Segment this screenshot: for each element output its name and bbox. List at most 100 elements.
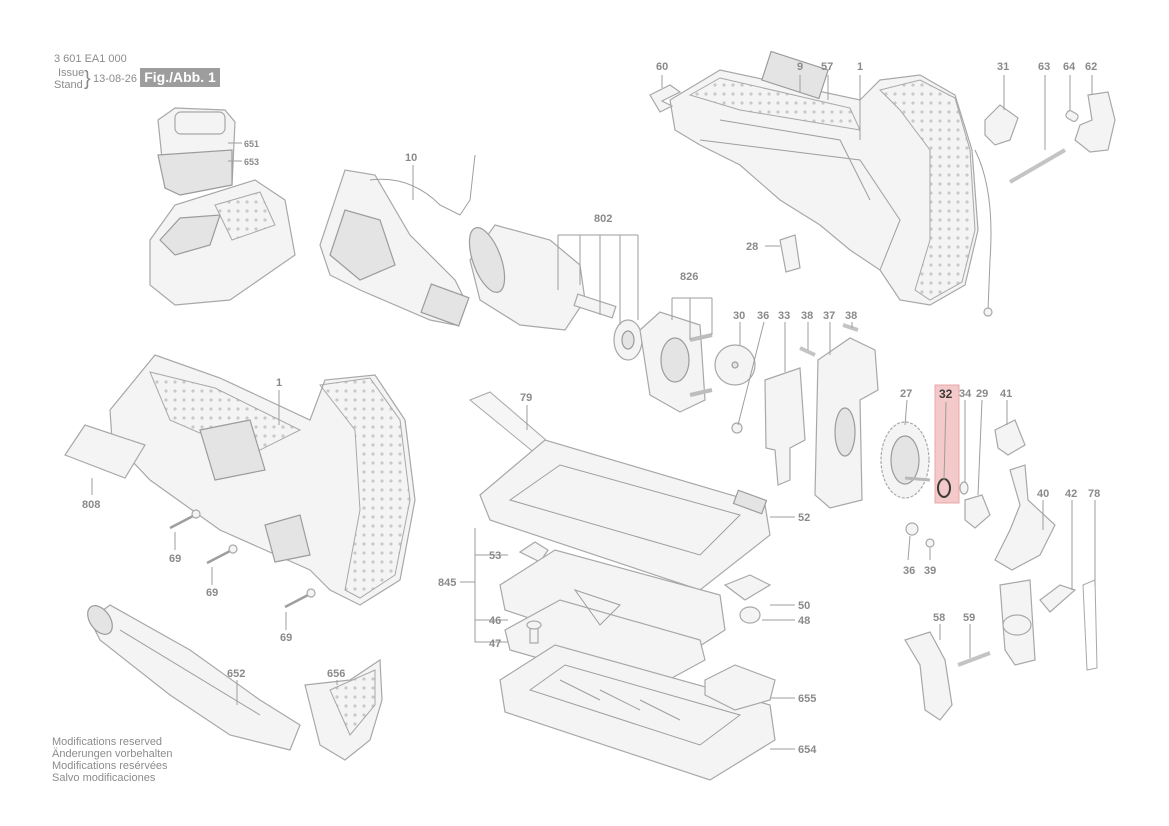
callout-47: 47 bbox=[489, 638, 501, 650]
callout-69-a: 69 bbox=[169, 553, 181, 565]
callout-39: 39 bbox=[924, 565, 936, 577]
leader-lines bbox=[91, 75, 1096, 750]
notice-en: Modifications reserved bbox=[52, 736, 163, 748]
washer-30-hole bbox=[731, 361, 739, 369]
pin-59 bbox=[957, 651, 991, 667]
charger-653 bbox=[149, 179, 296, 306]
callout-labels: 60 9 57 1 31 63 64 62 651 653 10 802 826… bbox=[82, 61, 1100, 756]
callout-30: 30 bbox=[733, 310, 745, 322]
stand-label: Stand bbox=[54, 79, 83, 91]
callout-654: 654 bbox=[798, 744, 817, 756]
callout-9: 9 bbox=[797, 61, 803, 73]
screw-47 bbox=[526, 620, 542, 644]
rod-63 bbox=[1008, 148, 1067, 184]
callout-37: 37 bbox=[823, 310, 835, 322]
notice-de: Änderungen vorbehalten bbox=[52, 748, 173, 760]
shoe-654 bbox=[499, 644, 776, 781]
callout-59: 59 bbox=[963, 612, 975, 624]
pendulum-40 bbox=[994, 464, 1056, 571]
roller-29 bbox=[964, 494, 991, 529]
screw-69-a bbox=[169, 509, 201, 530]
callout-48: 48 bbox=[798, 615, 810, 627]
housing-half-top bbox=[669, 50, 979, 306]
callout-79: 79 bbox=[520, 392, 532, 404]
issue-date: 13-08-26 bbox=[93, 73, 138, 85]
guard-656 bbox=[304, 658, 383, 761]
clip-28 bbox=[779, 234, 801, 273]
baseplate-upper bbox=[479, 439, 771, 591]
washer-36-top bbox=[731, 422, 743, 434]
callout-34: 34 bbox=[959, 388, 972, 400]
callout-40: 40 bbox=[1037, 488, 1049, 500]
callout-655: 655 bbox=[798, 693, 816, 705]
plunger-collar bbox=[1002, 614, 1032, 636]
doc-number: 3 601 EA1 000 bbox=[54, 53, 127, 65]
callout-69-c: 69 bbox=[280, 632, 292, 644]
callout-656: 656 bbox=[327, 668, 345, 680]
notice-es: Salvo modificaciones bbox=[52, 772, 156, 784]
bracket-826 bbox=[639, 311, 713, 413]
callout-652: 652 bbox=[227, 668, 245, 680]
washer-34 bbox=[959, 481, 969, 495]
callout-802: 802 bbox=[594, 213, 612, 225]
callout-52: 52 bbox=[798, 512, 810, 524]
callout-58: 58 bbox=[933, 612, 945, 624]
callout-36-bottom: 36 bbox=[903, 565, 915, 577]
lever-62 bbox=[1074, 91, 1116, 153]
callout-31: 31 bbox=[997, 61, 1009, 73]
notice-fr: Modifications resérvées bbox=[52, 760, 168, 772]
guide-37-slot bbox=[834, 407, 856, 457]
callout-64: 64 bbox=[1063, 61, 1076, 73]
block-50 bbox=[723, 574, 772, 601]
pin-38-right bbox=[842, 323, 859, 332]
callout-1-mid: 1 bbox=[276, 377, 282, 389]
screw-69-c bbox=[284, 588, 316, 609]
roller-41 bbox=[994, 419, 1026, 456]
plate-33 bbox=[764, 367, 806, 486]
callout-27: 27 bbox=[900, 388, 912, 400]
callout-845: 845 bbox=[438, 577, 456, 589]
electronics-10 bbox=[319, 154, 476, 327]
callout-78: 78 bbox=[1088, 488, 1100, 500]
clamp-655 bbox=[704, 664, 776, 711]
wire-end bbox=[983, 307, 993, 317]
callout-69-b: 69 bbox=[206, 587, 218, 599]
callout-1-top: 1 bbox=[857, 61, 863, 73]
callout-38-left: 38 bbox=[801, 310, 813, 322]
callout-41: 41 bbox=[1000, 388, 1012, 400]
callout-42: 42 bbox=[1065, 488, 1077, 500]
clamp-42 bbox=[1039, 584, 1077, 613]
callout-28: 28 bbox=[746, 241, 758, 253]
callout-29: 29 bbox=[976, 388, 988, 400]
label-808 bbox=[64, 424, 146, 479]
clip-60 bbox=[649, 84, 682, 113]
callout-651: 651 bbox=[244, 139, 259, 149]
figure-label: Fig./Abb. 1 bbox=[140, 68, 220, 87]
callout-63: 63 bbox=[1038, 61, 1050, 73]
callout-653: 653 bbox=[244, 157, 259, 167]
switch-31 bbox=[984, 104, 1019, 146]
callout-36-top: 36 bbox=[757, 310, 769, 322]
modifications-notice: Modifications reserved Änderungen vorbeh… bbox=[52, 736, 172, 784]
plate-53 bbox=[518, 541, 549, 563]
callout-38-right: 38 bbox=[845, 310, 857, 322]
wire-top bbox=[974, 149, 992, 311]
callout-10: 10 bbox=[405, 152, 417, 164]
callout-53: 53 bbox=[489, 550, 501, 562]
issue-label: Issue bbox=[58, 67, 85, 79]
nozzle-652 bbox=[87, 604, 301, 751]
callout-826: 826 bbox=[680, 271, 698, 283]
gear-27 bbox=[880, 421, 931, 499]
lever-58 bbox=[904, 631, 953, 721]
hexkey-78 bbox=[1082, 579, 1098, 671]
motor-802 bbox=[468, 224, 643, 361]
brace-glyph: } bbox=[84, 68, 91, 90]
housing-half-1 bbox=[109, 354, 416, 606]
screw-69-b bbox=[206, 544, 238, 565]
baseplate-lower bbox=[499, 549, 726, 691]
battery-651 bbox=[157, 107, 236, 196]
pin-64 bbox=[1065, 110, 1079, 122]
washer-36-bottom bbox=[905, 522, 919, 536]
callout-57: 57 bbox=[821, 61, 833, 73]
